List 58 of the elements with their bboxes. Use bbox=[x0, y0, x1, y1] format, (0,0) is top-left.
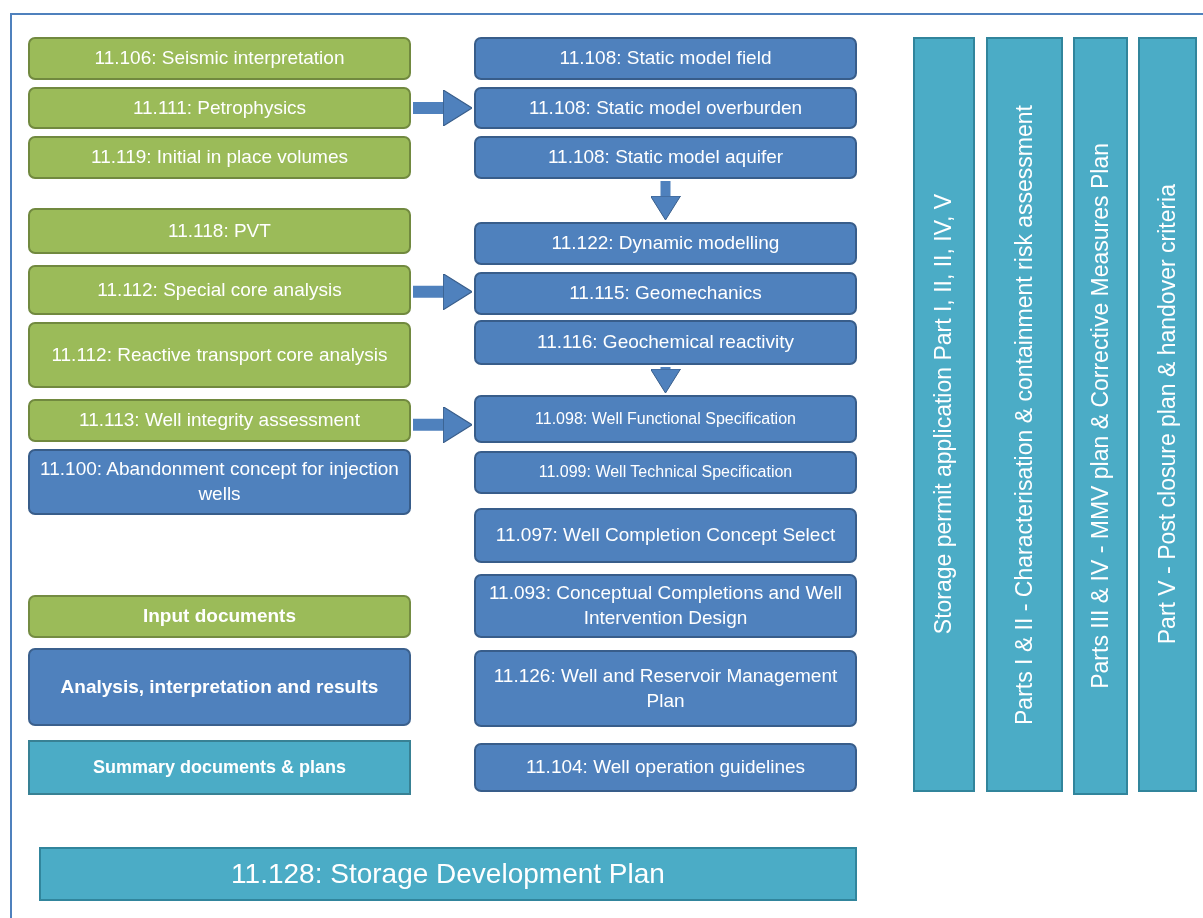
legend-label: Analysis, interpretation and results bbox=[60, 674, 379, 699]
block-arrow bbox=[650, 181, 681, 221]
box-label: 11.099: Well Technical Specification bbox=[538, 462, 793, 483]
box-label: Parts I & II - Characterisation & containment risk assessment bbox=[1009, 104, 1038, 725]
process-box bbox=[28, 449, 411, 515]
legend-label: Input documents bbox=[142, 604, 297, 629]
box-label: 11.108: Static model field bbox=[559, 46, 772, 71]
process-box bbox=[28, 136, 411, 179]
box-label: 11.108: Static model overburden bbox=[528, 95, 803, 120]
box-label: 11.128: Storage Development Plan bbox=[231, 856, 665, 891]
box-label: 11.108: Static model aquifer bbox=[547, 145, 784, 170]
box-label: 11.126: Well and Reservoir Management Plan bbox=[492, 663, 839, 713]
box-label: 11.100: Abandonment concept for injection wells bbox=[39, 457, 400, 506]
process-box bbox=[474, 395, 857, 443]
box-label: 11.104: Well operation guidelines bbox=[525, 755, 806, 780]
box-label: Part V - Post closure plan & handover criteria bbox=[1152, 184, 1181, 645]
box-label: Storage permit application Part I, II, II, IV, V bbox=[929, 194, 958, 635]
box-label: 11.106: Seismic interpretation bbox=[94, 46, 345, 71]
process-box bbox=[28, 399, 411, 442]
box-label: 11.093: Conceptual Completions and Well Intervention Design bbox=[487, 581, 844, 630]
box-label: 11.118: PVT bbox=[168, 218, 271, 243]
box-label: 11.097: Well Completion Concept Select bbox=[495, 523, 836, 548]
block-arrow bbox=[413, 406, 473, 444]
box-label: 11.115: Geomechanics bbox=[569, 281, 762, 306]
box-label: Parts III & IV - MMV plan & Corrective Measures Plan bbox=[1085, 143, 1114, 689]
box-label: 11.112: Reactive transport core analysis bbox=[51, 342, 388, 367]
box-label: 11.122: Dynamic modelling bbox=[551, 231, 780, 256]
box-label: 11.119: Initial in place volumes bbox=[91, 145, 348, 170]
vertical-bar bbox=[986, 37, 1063, 792]
vertical-bar bbox=[913, 37, 975, 792]
box-label: 11.116: Geochemical reactivity bbox=[537, 330, 794, 355]
process-box bbox=[474, 508, 857, 563]
process-box bbox=[474, 451, 857, 494]
process-box bbox=[474, 37, 857, 80]
process-box bbox=[28, 37, 411, 80]
vertical-bar bbox=[1138, 37, 1197, 792]
legend-label: Summary documents & plans bbox=[92, 755, 347, 779]
process-box bbox=[28, 87, 411, 129]
process-box bbox=[28, 322, 411, 388]
process-box bbox=[39, 847, 857, 901]
block-arrow bbox=[413, 273, 473, 311]
process-box bbox=[28, 208, 411, 254]
block-arrow bbox=[413, 89, 473, 127]
process-box bbox=[474, 574, 857, 638]
box-label: 11.113: Well integrity assessment bbox=[79, 408, 360, 433]
box-label: 11.098: Well Functional Specification bbox=[535, 408, 796, 429]
process-box bbox=[474, 136, 857, 179]
block-arrow bbox=[650, 367, 681, 394]
process-box bbox=[474, 650, 857, 727]
process-box bbox=[474, 272, 857, 315]
process-box bbox=[474, 743, 857, 792]
vertical-bar bbox=[1073, 37, 1128, 795]
box-label: 11.111: Petrophysics bbox=[132, 95, 307, 120]
process-box bbox=[28, 265, 411, 315]
process-box bbox=[474, 320, 857, 365]
process-box bbox=[474, 222, 857, 265]
box-label: 11.112: Special core analysis bbox=[97, 277, 342, 302]
process-box bbox=[474, 87, 857, 129]
